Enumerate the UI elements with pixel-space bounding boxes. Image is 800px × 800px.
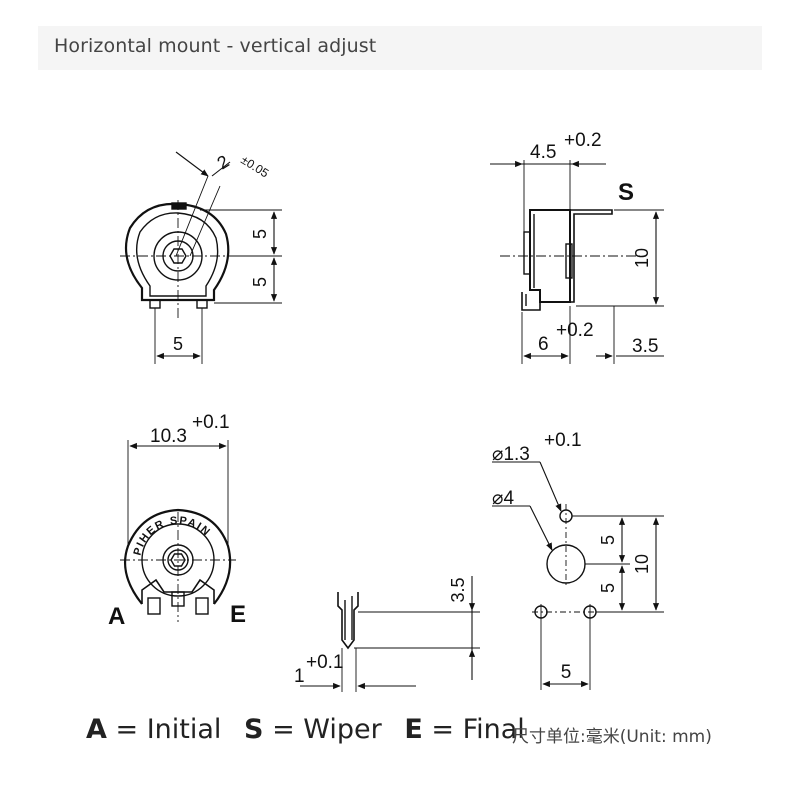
legend-value-e: = Final bbox=[431, 714, 525, 745]
pin-width-dim: 1 bbox=[294, 666, 305, 687]
legend-key-a: A bbox=[86, 714, 107, 745]
side-view bbox=[490, 160, 664, 364]
pin-width-tol: +0.1 bbox=[306, 652, 344, 673]
page-title: Horizontal mount - vertical adjust bbox=[54, 35, 377, 57]
terminal-label-a: A bbox=[108, 603, 125, 630]
side-pin-dim: 3.5 bbox=[632, 336, 658, 357]
terminal-label-e: E bbox=[230, 601, 246, 628]
legend-item-e: E = Final bbox=[404, 714, 524, 745]
hole-total-dim: 10 bbox=[632, 554, 652, 574]
legend-key-e: E bbox=[404, 714, 423, 745]
hole-layout-view bbox=[492, 461, 664, 690]
side-bottom-tol: +0.2 bbox=[556, 320, 594, 341]
legend-item-a: A = Initial bbox=[86, 714, 221, 745]
header-bar: Horizontal mount - vertical adjust bbox=[38, 26, 762, 70]
front-width-dim: 5 bbox=[173, 334, 183, 354]
small-hole-dim: ⌀1.3 bbox=[492, 444, 530, 465]
legend-value-a: = Initial bbox=[115, 714, 222, 745]
legend-key-s: S bbox=[244, 714, 264, 745]
side-top-dim: 4.5 bbox=[530, 142, 556, 163]
side-top-tol: +0.2 bbox=[564, 130, 602, 151]
front-upper-dim: 5 bbox=[250, 229, 270, 239]
marked-view bbox=[120, 440, 236, 622]
side-height-dim: 10 bbox=[632, 248, 652, 268]
marked-width-tol: +0.1 bbox=[192, 412, 230, 433]
big-hole-dim: ⌀4 bbox=[492, 488, 514, 509]
front-lower-dim: 5 bbox=[250, 277, 270, 287]
legend-value-s: = Wiper bbox=[272, 714, 382, 745]
front-view bbox=[120, 151, 282, 364]
brand-text: PIHER SPAIN bbox=[132, 515, 213, 557]
hole-v1-dim: 5 bbox=[598, 535, 618, 545]
pin-view bbox=[300, 576, 480, 692]
marked-width-dim: 10.3 bbox=[150, 426, 187, 447]
side-bottom-dim: 6 bbox=[538, 334, 549, 355]
legend-item-s: S = Wiper bbox=[244, 714, 382, 745]
front-slot-tol: ±0.05 bbox=[238, 153, 271, 181]
hole-spacing-dim: 5 bbox=[561, 662, 572, 683]
terminal-legend: A = Initial S = Wiper E = Final bbox=[86, 714, 539, 745]
unit-note: 尺寸单位:毫米(Unit: mm) bbox=[512, 727, 712, 747]
small-hole-tol: +0.1 bbox=[544, 430, 582, 451]
side-wiper-label: S bbox=[618, 179, 634, 206]
pin-height-dim: 3.5 bbox=[448, 577, 468, 602]
hole-v2-dim: 5 bbox=[598, 583, 618, 593]
